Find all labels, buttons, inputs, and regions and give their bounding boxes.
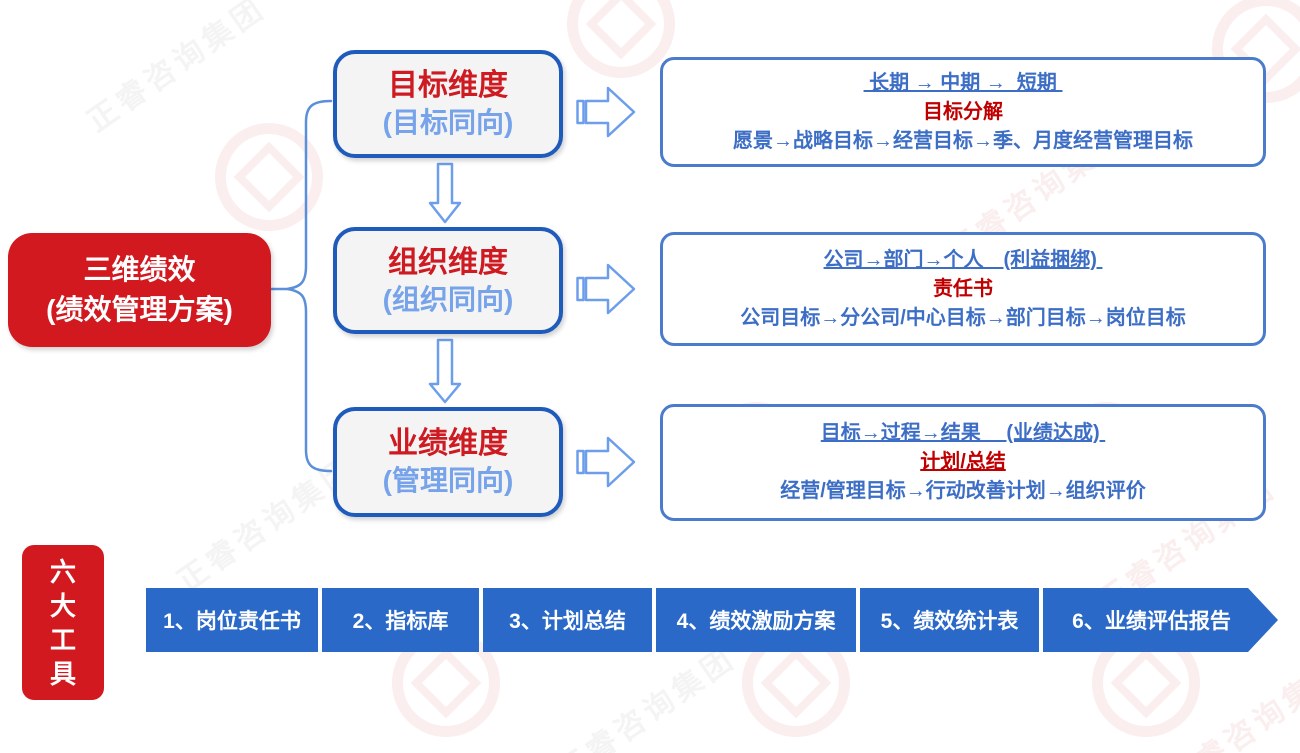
dimension-title: 业绩维度 bbox=[388, 427, 508, 460]
tool-item-2: 2、指标库 bbox=[322, 588, 479, 652]
detail-line-1: 长期 → 中期 → 短期 bbox=[863, 71, 1063, 94]
detail-line-1: 公司→部门→个人 (利益捆绑) bbox=[823, 248, 1103, 271]
dimension-title: 目标维度 bbox=[388, 69, 508, 102]
detail-box-performance: 目标→过程→结果 (业绩达成) 计划/总结 经营/管理目标→行动改善计划→组织评… bbox=[660, 404, 1266, 521]
detail-box-organization: 公司→部门→个人 (利益捆绑) 责任书 公司目标→分公司/中心目标→部门目标→岗… bbox=[660, 232, 1266, 346]
detail-line-1: 目标→过程→结果 (业绩达成) bbox=[820, 422, 1106, 444]
dimension-title: 组织维度 bbox=[388, 245, 508, 279]
tool-item-label: 5、绩效统计表 bbox=[880, 610, 1019, 633]
down-arrow-icon bbox=[428, 338, 462, 404]
six-tools-label: 六大工具 bbox=[49, 556, 76, 689]
six-tools-label-box: 六大工具 bbox=[22, 545, 104, 700]
detail-line-3: 公司目标→分公司/中心目标→部门目标→岗位目标 bbox=[740, 306, 1186, 329]
watermark-logo-icon bbox=[215, 123, 323, 231]
detail-line-3: 愿景→战略目标→经营目标→季、月度经营管理目标 bbox=[733, 129, 1193, 152]
tool-item-3: 3、计划总结 bbox=[483, 588, 652, 652]
root-box-title: 三维绩效 bbox=[83, 254, 196, 285]
right-arrow-icon bbox=[576, 263, 636, 315]
tool-item-label: 1、岗位责任书 bbox=[163, 610, 301, 633]
dimension-box-organization: 组织维度 (组织同向) bbox=[333, 227, 563, 334]
down-arrow-icon bbox=[428, 162, 462, 224]
dimension-subtitle: (管理同向) bbox=[382, 465, 514, 496]
detail-box-goal: 长期 → 中期 → 短期 目标分解 愿景→战略目标→经营目标→季、月度经营管理目… bbox=[660, 57, 1266, 167]
root-box-subtitle: (绩效管理方案) bbox=[46, 294, 233, 325]
tool-item-label: 4、绩效激励方案 bbox=[676, 610, 836, 633]
root-box-three-dimension-performance: 三维绩效 (绩效管理方案) bbox=[8, 233, 271, 347]
tool-item-label: 6、业绩评估报告 bbox=[1072, 610, 1231, 633]
detail-line-3: 经营/管理目标→行动改善计划→组织评价 bbox=[780, 480, 1146, 502]
dimension-subtitle: (组织同向) bbox=[382, 283, 514, 315]
watermark-logo-icon bbox=[567, 0, 675, 78]
dimension-subtitle: (目标同向) bbox=[382, 107, 514, 138]
tool-item-label: 3、计划总结 bbox=[509, 610, 626, 633]
detail-line-2: 计划/总结 bbox=[920, 451, 1006, 473]
right-arrow-icon bbox=[576, 436, 636, 488]
tool-item-4: 4、绩效激励方案 bbox=[656, 588, 856, 652]
tool-item-1: 1、岗位责任书 bbox=[146, 588, 318, 652]
detail-line-2: 责任书 bbox=[933, 277, 993, 300]
brace-connector bbox=[269, 99, 333, 473]
right-arrow-icon bbox=[576, 86, 636, 138]
dimension-box-performance: 业绩维度 (管理同向) bbox=[333, 407, 563, 517]
tool-item-5: 5、绩效统计表 bbox=[860, 588, 1039, 652]
detail-line-2: 目标分解 bbox=[923, 100, 1003, 123]
tool-item-label: 2、指标库 bbox=[352, 610, 449, 633]
dimension-box-goal: 目标维度 (目标同向) bbox=[333, 50, 563, 158]
tool-item-6-arrow: 6、业绩评估报告 bbox=[1043, 588, 1278, 652]
